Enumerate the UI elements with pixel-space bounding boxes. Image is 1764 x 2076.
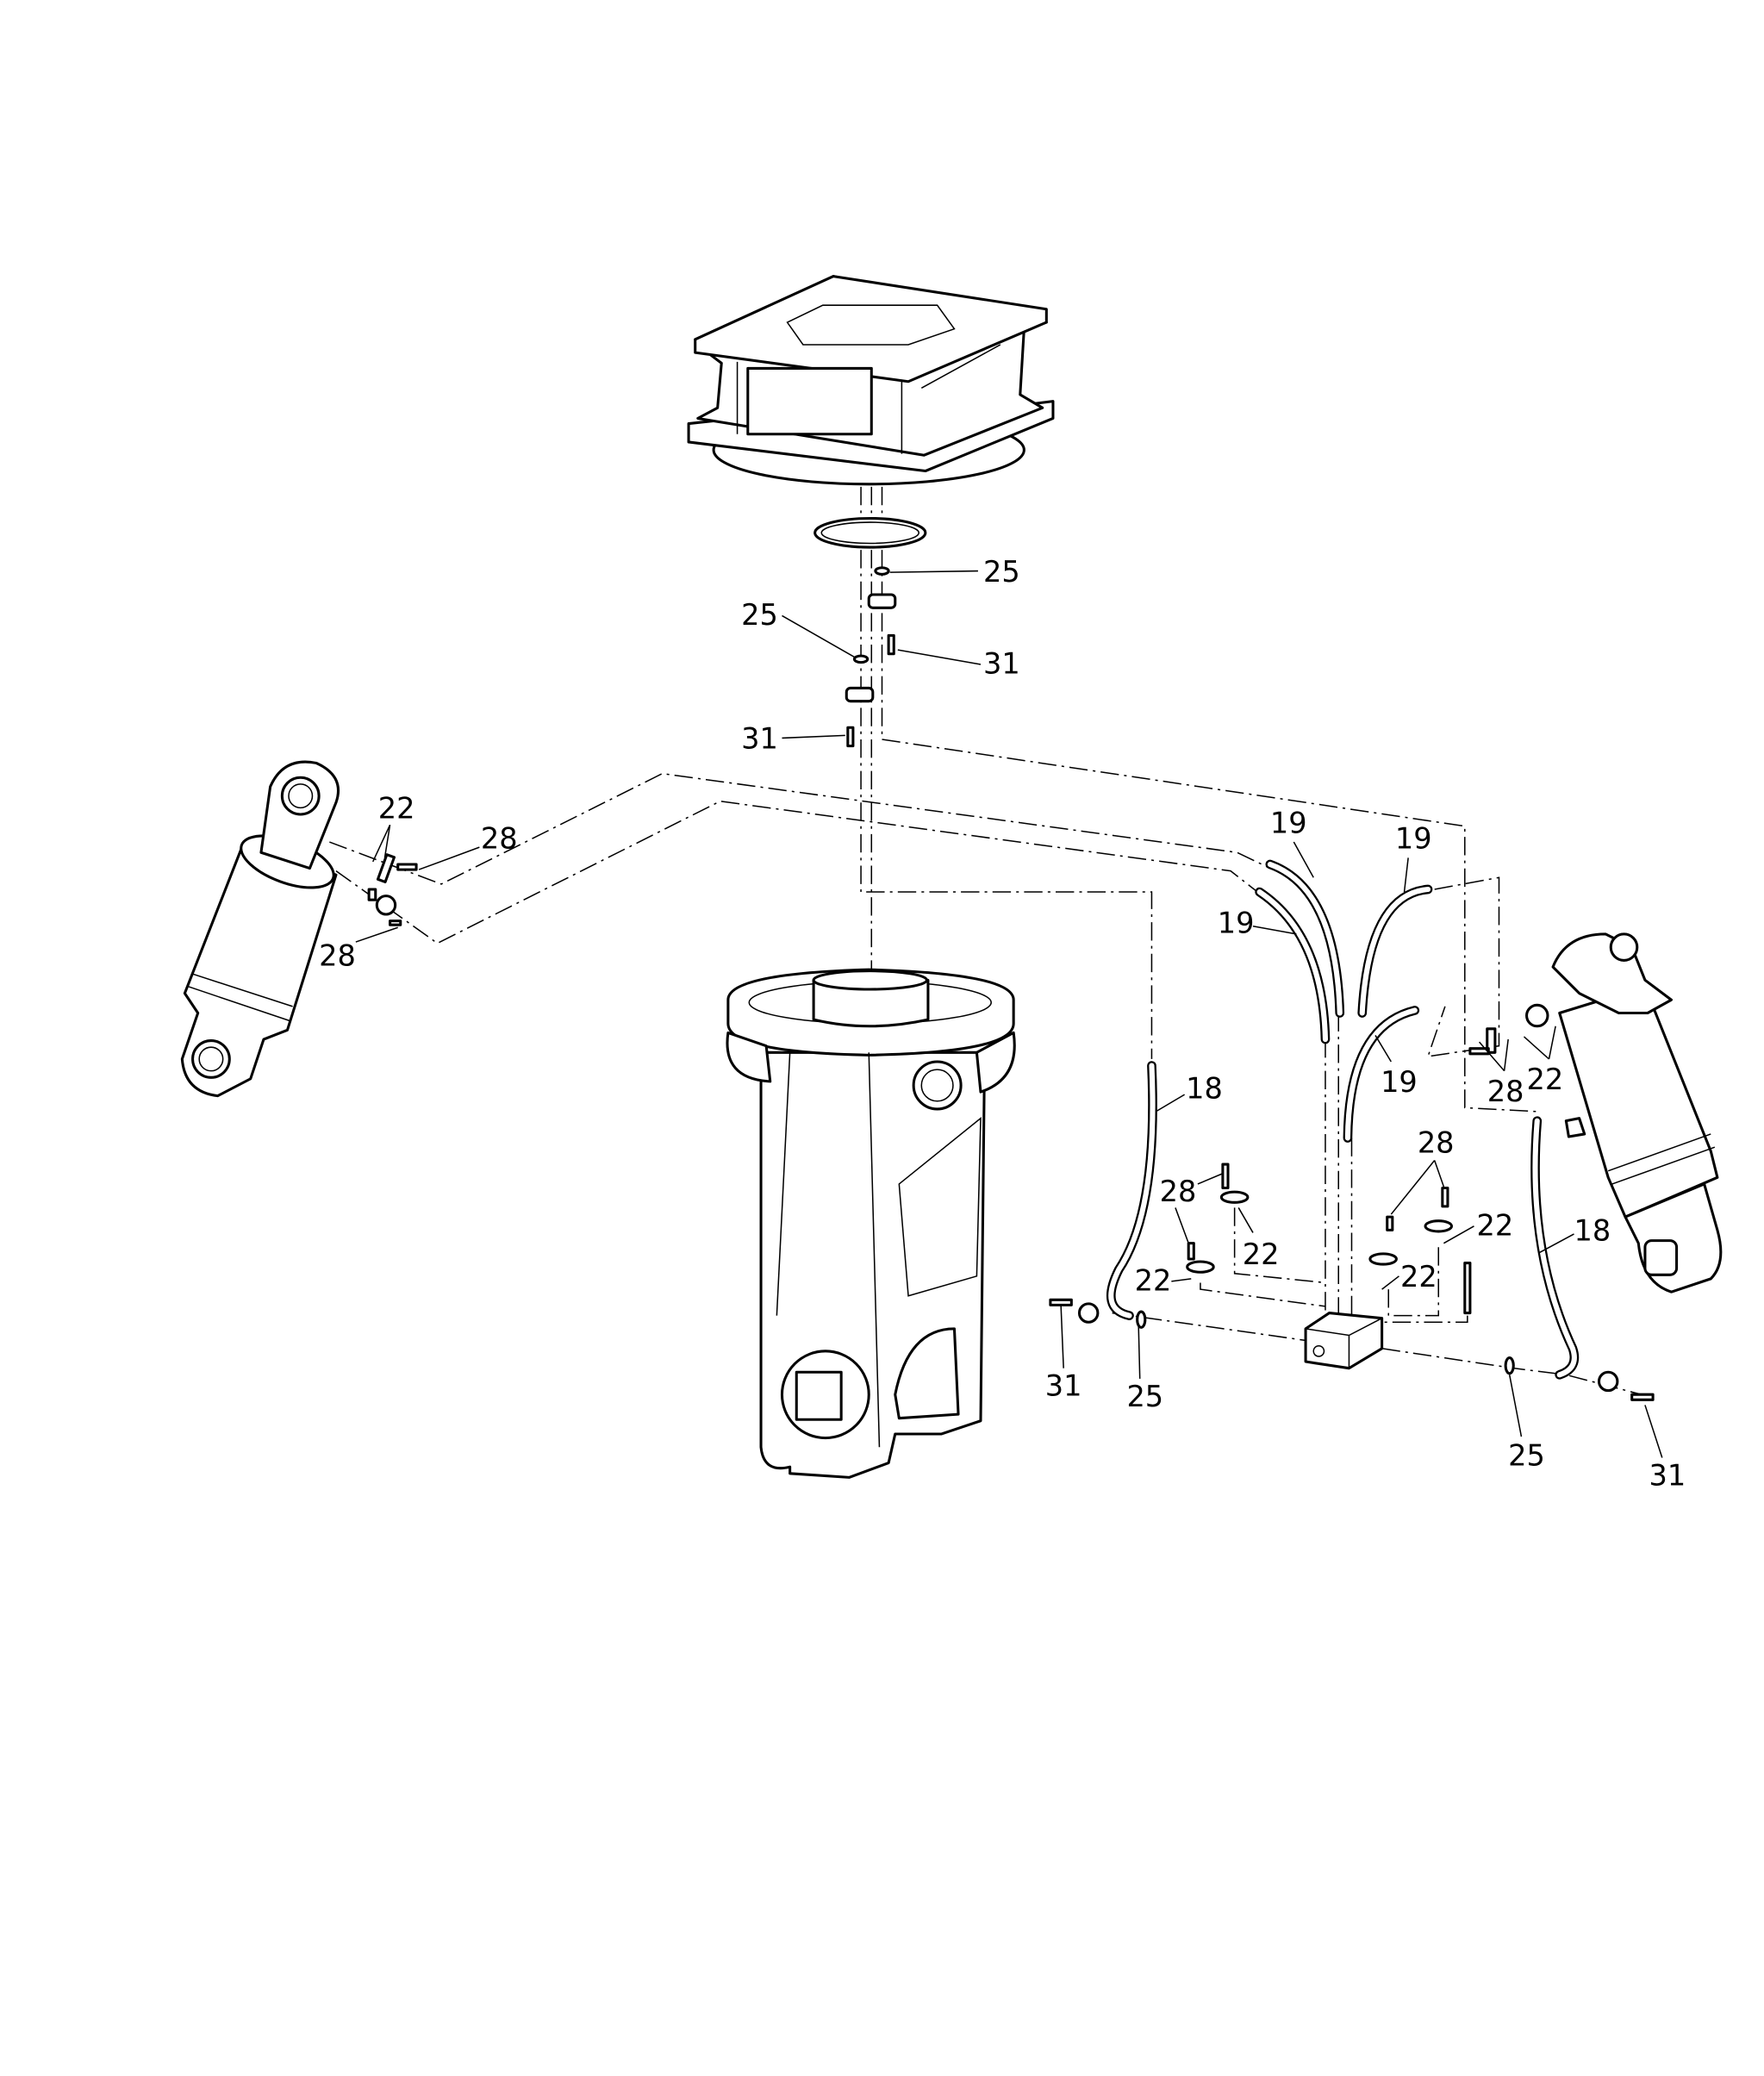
callout-22: 22 (1243, 1237, 1280, 1271)
callout-19: 19 (1395, 822, 1432, 856)
left-hydraulic-cylinder (180, 760, 340, 1098)
right-fittings (1468, 1003, 1549, 1056)
callout-19: 19 (1381, 1065, 1418, 1099)
callout-19: 19 (1218, 906, 1255, 939)
callout-31: 31 (1649, 1459, 1686, 1493)
assembly-lines (329, 486, 1652, 1399)
pedestal-frame (726, 968, 1016, 1479)
valve-block (1304, 1312, 1384, 1370)
callout-22: 22 (1135, 1264, 1172, 1298)
callout-25: 25 (1126, 1380, 1163, 1413)
callout-22: 22 (1527, 1063, 1564, 1096)
callout-labels: 25 25 31 31 22 28 28 19 19 19 19 18 28 2… (319, 555, 1686, 1493)
callout-18: 18 (1574, 1214, 1611, 1248)
leader-lines (355, 570, 1663, 1458)
callout-19: 19 (1270, 806, 1307, 839)
callout-28: 28 (319, 939, 356, 973)
hoses (1106, 859, 1580, 1380)
small-fittings (1049, 1163, 1655, 1401)
o-ring (813, 516, 927, 549)
callout-25: 25 (741, 598, 778, 632)
top-mount-housing (687, 275, 1055, 486)
callout-25: 25 (983, 555, 1020, 589)
callout-22: 22 (1400, 1260, 1437, 1294)
callout-25: 25 (1508, 1439, 1545, 1473)
callout-31: 31 (741, 722, 778, 756)
callout-18: 18 (1186, 1072, 1223, 1106)
callout-22: 22 (1477, 1208, 1514, 1242)
callout-22: 22 (378, 792, 415, 826)
callout-28: 28 (481, 822, 518, 856)
center-fittings (845, 566, 897, 748)
callout-28: 28 (1160, 1175, 1197, 1208)
callout-28: 28 (1487, 1075, 1524, 1108)
callout-28: 28 (1418, 1125, 1455, 1159)
callout-31: 31 (983, 647, 1020, 681)
callout-31: 31 (1045, 1369, 1082, 1403)
left-fittings (367, 853, 418, 926)
right-hydraulic-cylinder (1551, 932, 1723, 1294)
